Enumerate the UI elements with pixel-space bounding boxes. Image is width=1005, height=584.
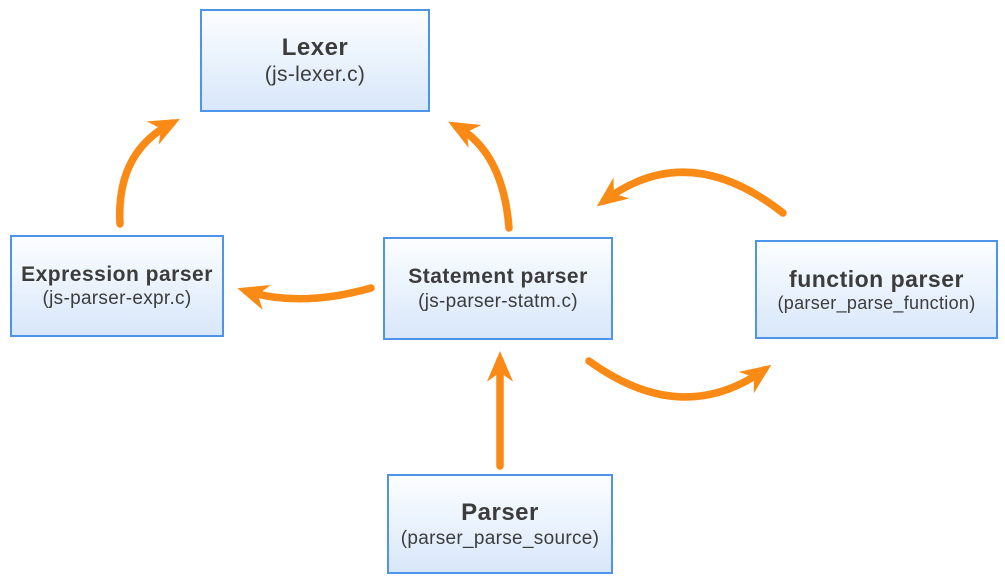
node-expression-parser-subtitle: (js-parser-expr.c) xyxy=(42,288,192,310)
node-lexer-title: Lexer xyxy=(281,34,349,62)
arrow-statement-to-lexer xyxy=(448,121,513,232)
node-statement-parser-subtitle: (js-parser-statm.c) xyxy=(418,290,578,312)
node-function-parser-subtitle: (parser_parse_function) xyxy=(777,292,976,313)
arrow-statement-to-expression xyxy=(237,284,375,311)
node-parser-subtitle: (parser_parse_source) xyxy=(400,528,600,550)
node-lexer: Lexer (js-lexer.c) xyxy=(200,9,430,112)
node-function-parser-title: function parser xyxy=(789,265,964,292)
node-lexer-subtitle: (js-lexer.c) xyxy=(264,63,366,87)
arrow-statement-to-function xyxy=(585,357,772,401)
node-function-parser: function parser (parser_parse_function) xyxy=(755,240,998,339)
node-expression-parser: Expression parser (js-parser-expr.c) xyxy=(10,235,224,337)
arrow-expression-to-lexer xyxy=(116,118,180,228)
node-parser: Parser (parser_parse_source) xyxy=(387,474,613,574)
node-statement-parser: Statement parser (js-parser-statm.c) xyxy=(383,237,613,340)
node-statement-parser-title: Statement parser xyxy=(408,265,588,289)
arrow-function-to-statement xyxy=(596,168,787,217)
node-parser-title: Parser xyxy=(461,498,539,526)
node-expression-parser-title: Expression parser xyxy=(21,262,213,286)
